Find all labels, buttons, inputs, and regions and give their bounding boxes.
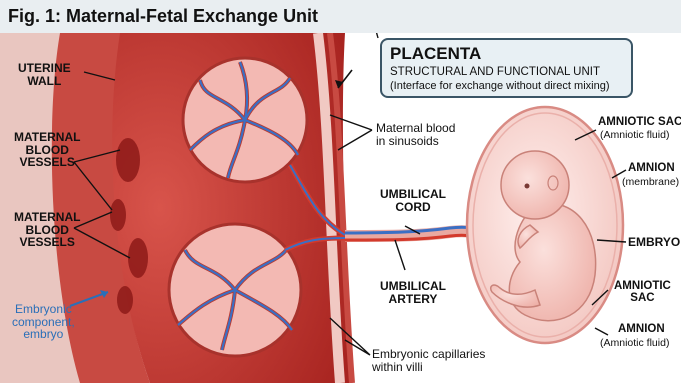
placenta-callout: PLACENTA STRUCTURAL AND FUNCTIONAL UNIT … xyxy=(380,38,633,98)
figure-title-bar: Fig. 1: Maternal-Fetal Exchange Unit xyxy=(0,0,681,33)
villus-cluster-upper xyxy=(183,58,307,182)
placenta-note: (Interface for exchange without direct m… xyxy=(390,81,610,93)
figure-title: Fig. 1: Maternal-Fetal Exchange Unit xyxy=(8,6,318,27)
label-embryo: EMBRYO xyxy=(628,236,680,249)
placenta-heading: PLACENTA xyxy=(390,45,481,63)
label-amniotic-sac-top: AMNIOTIC SAC xyxy=(598,116,681,128)
label-amnion: AMNION xyxy=(628,162,675,174)
label-amnion-bottom: AMNION xyxy=(618,323,665,335)
label-amniotic-fluid-bottom: (Amniotic fluid) xyxy=(600,338,669,349)
placenta-subtitle: STRUCTURAL AND FUNCTIONAL UNIT xyxy=(390,66,600,78)
label-membrane: (membrane) xyxy=(622,177,679,188)
villus-cluster-lower xyxy=(169,224,301,356)
label-amniotic-fluid-top: (Amniotic fluid) xyxy=(600,130,669,141)
